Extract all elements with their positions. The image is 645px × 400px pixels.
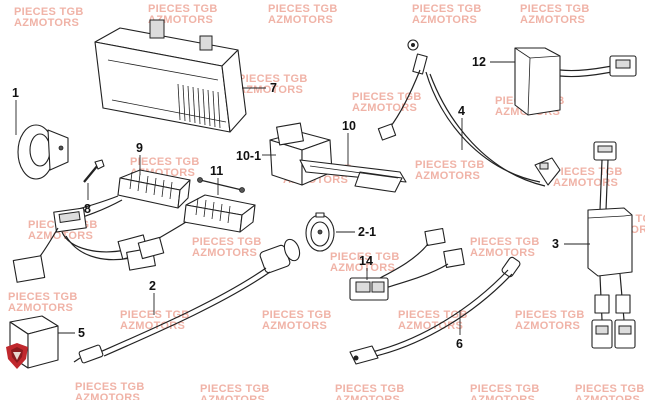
- fuse-cap-drawing: [305, 212, 335, 252]
- watermark-text: AZMOTORS: [14, 17, 79, 29]
- sub-harness-drawing: [349, 227, 465, 301]
- part-label: 4: [458, 104, 465, 118]
- watermark-text: AZMOTORS: [268, 14, 333, 26]
- horn-drawing: [17, 124, 69, 180]
- part-label: 2: [149, 279, 156, 293]
- watermark-text: PIECES TGB: [200, 383, 270, 395]
- watermark-text: PIECES TGB: [470, 383, 540, 395]
- watermark-text: AZMOTORS: [238, 84, 303, 96]
- watermark-text: PIECES TGB: [238, 73, 308, 85]
- part-label: 10: [342, 119, 356, 133]
- watermark-text: PIECES TGB: [335, 383, 405, 395]
- cdi-drawing: [587, 141, 636, 349]
- watermark-text: PIECES TGB: [575, 383, 645, 395]
- watermark-text: AZMOTORS: [262, 320, 327, 332]
- watermark-text: PIECES TGB: [470, 236, 540, 248]
- watermark-text: PIECES TGB: [120, 309, 190, 321]
- part-label: 3: [552, 237, 559, 251]
- watermark-text: AZMOTORS: [335, 394, 400, 400]
- watermark-text: AZMOTORS: [352, 102, 417, 114]
- watermark-text: AZMOTORS: [553, 177, 618, 189]
- watermark-text: AZMOTORS: [192, 247, 257, 259]
- watermark-text: PIECES TGB: [130, 156, 200, 168]
- part-label: 10-1: [236, 149, 261, 163]
- watermark-text: AZMOTORS: [470, 247, 535, 259]
- bolt-drawing: [83, 159, 105, 183]
- watermark-text: PIECES TGB: [352, 91, 422, 103]
- watermark-text: AZMOTORS: [470, 394, 535, 400]
- watermark-text: PIECES TGB: [75, 381, 145, 393]
- watermark-text: PIECES TGB: [553, 166, 623, 178]
- watermark-text: PIECES TGB: [330, 251, 400, 263]
- watermark-text: PIECES TGB: [412, 3, 482, 15]
- watermark-text: PIECES TGB: [415, 159, 485, 171]
- watermark-text: AZMOTORS: [28, 230, 93, 242]
- watermark-text: AZMOTORS: [515, 320, 580, 332]
- watermark-text: PIECES TGB: [262, 309, 332, 321]
- watermark-text: PIECES TGB: [192, 236, 262, 248]
- watermark-text: AZMOTORS: [330, 262, 395, 274]
- relay-12-drawing: [514, 47, 637, 116]
- watermark-text: AZMOTORS: [200, 394, 265, 400]
- part-label: 6: [456, 337, 463, 351]
- watermark-text: AZMOTORS: [412, 14, 477, 26]
- watermark-text: AZMOTORS: [520, 14, 585, 26]
- watermark-text: AZMOTORS: [8, 302, 73, 314]
- watermark-text: PIECES TGB: [14, 6, 84, 18]
- watermark-text: AZMOTORS: [398, 320, 463, 332]
- part-label: 9: [136, 141, 143, 155]
- watermark-text: AZMOTORS: [120, 320, 185, 332]
- ground-cable-drawing: [349, 256, 521, 365]
- part-label: 8: [84, 202, 91, 216]
- regulator-drawing: [12, 169, 191, 283]
- watermark-text: PIECES TGB: [515, 309, 585, 321]
- leader-lines: [15, 61, 590, 335]
- watermark-text: AZMOTORS: [75, 392, 140, 400]
- battery-cable-drawing: [377, 39, 561, 187]
- part-labels: 1 2 2-1 3 4 5 6 7 8 9 10 10-1 11 12 14: [12, 55, 559, 351]
- part-label: 7: [270, 81, 277, 95]
- watermark-text: AZMOTORS: [415, 170, 480, 182]
- watermark-text: PIECES TGB: [8, 291, 78, 303]
- part-label: 1: [12, 86, 19, 100]
- battery-drawing: [94, 19, 247, 133]
- shield-logo-icon: [6, 343, 28, 369]
- part-label: 5: [78, 326, 85, 340]
- relay-bracket-drawing: [269, 122, 407, 193]
- watermark-text: AZMOTORS: [575, 394, 640, 400]
- cable-2-drawing: [73, 238, 301, 364]
- watermark-text: PIECES TGB: [148, 3, 218, 15]
- watermark-text: PIECES TGB: [268, 3, 338, 15]
- part-label: 2-1: [358, 225, 376, 239]
- watermark-text: PIECES TGB: [520, 3, 590, 15]
- part-label: 12: [472, 55, 486, 69]
- regulator-2-drawing: [137, 177, 256, 260]
- part-label: 11: [210, 164, 223, 178]
- part-label: 14: [359, 254, 373, 268]
